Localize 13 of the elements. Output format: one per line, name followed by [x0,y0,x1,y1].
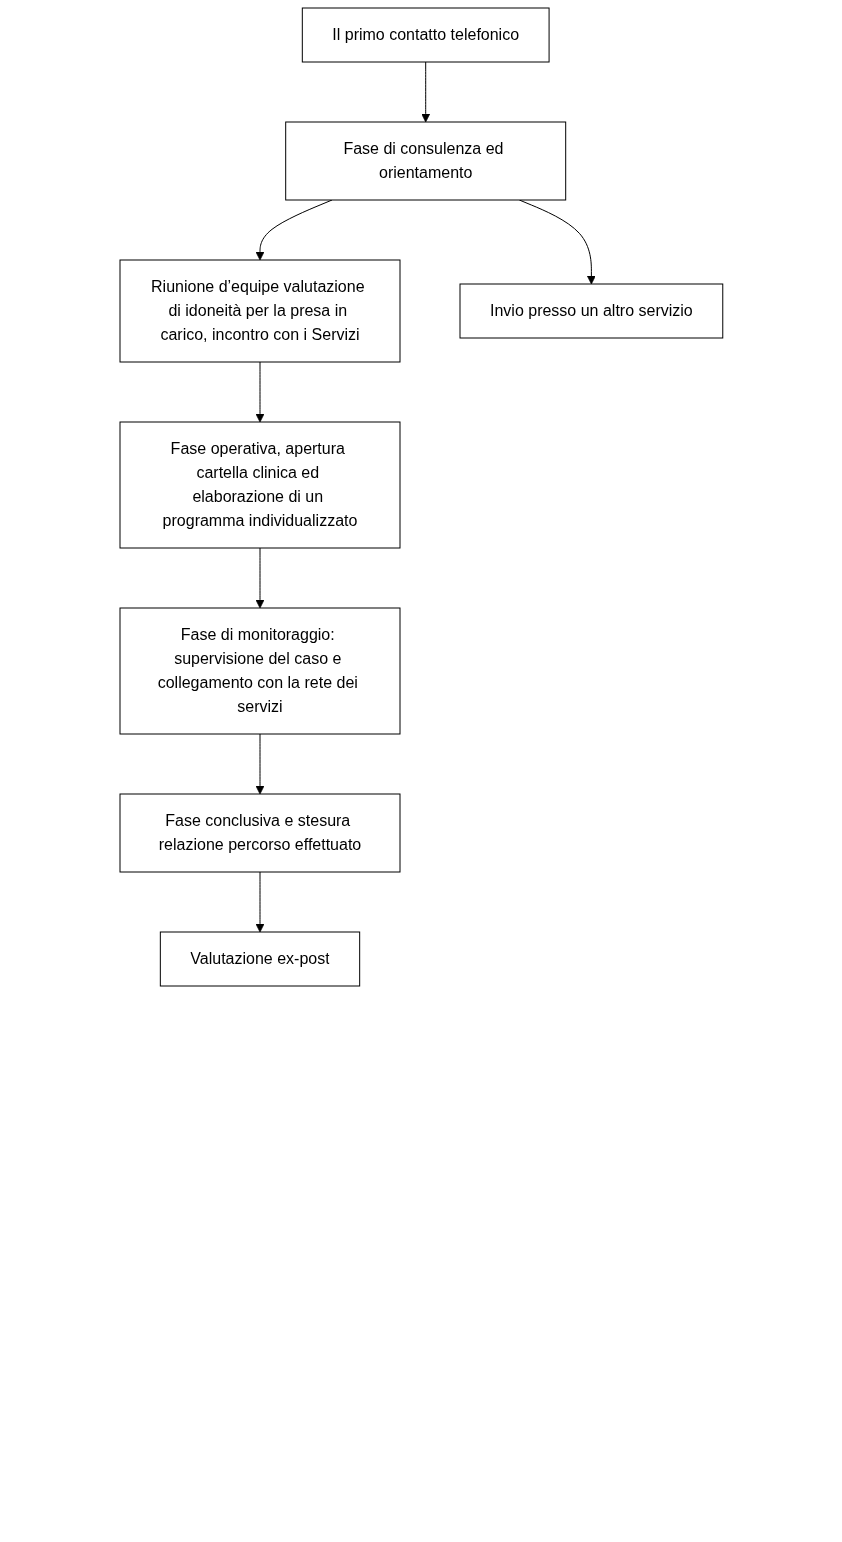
node-box: Fase conclusiva e stesura relazione percorso effettuato [119,793,401,873]
node-box: Valutazione ex-post [159,931,360,987]
node-box: Fase di monitoraggio: supervisione del caso e collegamento con la rete dei servizi [119,607,401,735]
node-box: Fase operativa, apertura cartella clinica ed elaborazione di un programma individualizzato [119,421,401,549]
arrow [420,61,430,123]
node-box: Fase di consulenza ed orientamento [284,121,566,201]
arrow [255,733,264,795]
node-box: Riunione d’equipe valutazione di idoneità per la presa in carico, incontro con i Servizi [119,259,401,363]
node-box: Invio presso un altro servizio [459,283,723,339]
node-box: Il primo contatto telefonico [301,7,550,63]
arrow [255,871,264,933]
arrow [255,547,264,609]
arrow [255,361,264,423]
